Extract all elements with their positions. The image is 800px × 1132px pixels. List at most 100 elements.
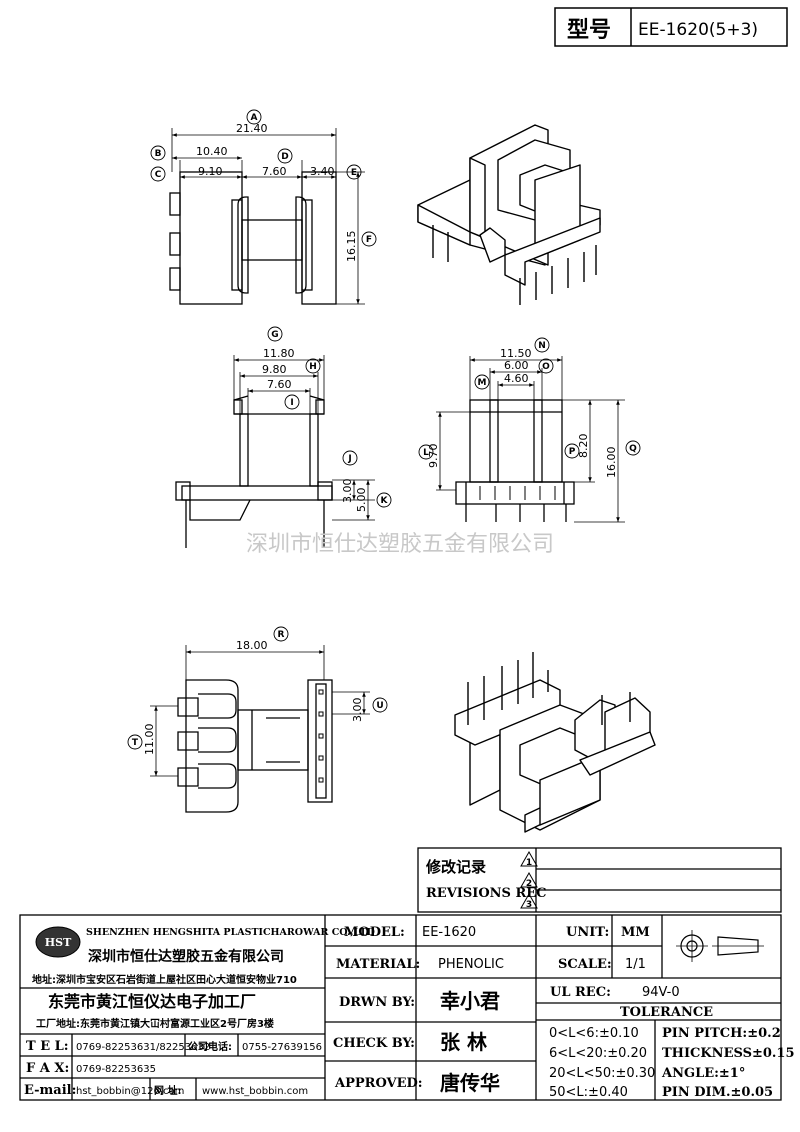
material-label: MATERIAL: <box>336 957 420 972</box>
drawn-value: 幸小君 <box>440 989 500 1013</box>
tag-m: M <box>478 378 487 388</box>
tol-left-4: 50<L:±0.40 <box>549 1085 628 1100</box>
bottom-view <box>150 645 370 813</box>
dim-g: 11.80 <box>263 347 295 360</box>
top-view-dim-labels: 21.40 10.40 9.10 7.60 3.40 16.15 <box>196 122 358 262</box>
isometric-view-top <box>417 124 601 305</box>
scale-value: 1/1 <box>625 957 646 972</box>
drawn-label: DRWN BY: <box>339 995 415 1010</box>
tol-right-4: PIN DIM.±0.05 <box>662 1085 773 1100</box>
ul-label: UL REC: <box>550 985 611 1000</box>
web-value: www.hst_bobbin.com <box>202 1086 308 1097</box>
company-name-en: SHENZHEN HENGSHITA PLASTICHAROWAR CO.,LT… <box>86 927 375 938</box>
dim-h: 9.80 <box>262 363 287 376</box>
tag-q: Q <box>629 444 637 454</box>
model-value: EE-1620 <box>422 925 476 940</box>
tolerance-left: 0<L<6:±0.10 6<L<20:±0.20 20<L<50:±0.30 5… <box>549 1026 655 1100</box>
dim-f: 16.15 <box>345 231 358 263</box>
dim-r: 18.00 <box>236 639 268 652</box>
tag-n: N <box>538 341 546 351</box>
tolerance-label: TOLERANCE <box>620 1005 713 1020</box>
tag-u: U <box>376 701 383 711</box>
tolerance-right: PIN PITCH:±0.2 THICKNESS±0.15 ANGLE:±1° … <box>661 1026 795 1100</box>
fax-label: F A X: <box>26 1061 69 1076</box>
email-value: hst_bobbin@126.com <box>76 1086 184 1097</box>
ul-value: 94V-0 <box>642 985 680 1000</box>
side-view-dimensions <box>438 358 620 522</box>
model-header-label: 型号 <box>567 18 611 43</box>
fax-value: 0769-82253635 <box>76 1064 156 1075</box>
revisions-title-en: REVISIONS REC <box>426 886 547 901</box>
tol-right-2: THICKNESS±0.15 <box>662 1046 795 1061</box>
company-address: 地址:深圳市宝安区石岩街道上屋社区田心大道恒安物业710 <box>32 973 297 986</box>
material-value: PHENOLIC <box>438 957 504 972</box>
revision-mark-2: 2 <box>526 879 532 889</box>
top-view <box>169 128 365 305</box>
dim-n: 11.50 <box>500 347 532 360</box>
dim-e: 3.40 <box>310 165 335 178</box>
check-value: 张 林 <box>440 1030 487 1054</box>
tol-left-1: 0<L<6:±0.10 <box>549 1026 639 1041</box>
tag-r: R <box>278 630 285 640</box>
revision-mark-1: 1 <box>526 858 532 868</box>
watermark: 深圳市恒仕达塑胶五金有限公司 <box>246 532 554 557</box>
projection-symbol-icon <box>676 930 764 962</box>
tol-left-3: 20<L<50:±0.30 <box>549 1066 655 1081</box>
unit-value: MM <box>621 925 650 940</box>
dim-d: 7.60 <box>262 165 287 178</box>
tag-k: K <box>381 496 389 506</box>
company-name-cn: 深圳市恒仕达塑胶五金有限公司 <box>88 948 284 965</box>
tol-right-3: ANGLE:±1° <box>661 1066 745 1081</box>
tag-p: P <box>569 447 576 457</box>
top-view-letter-tags <box>150 109 377 247</box>
front-view <box>175 355 375 548</box>
tag-g: G <box>271 330 278 340</box>
dim-m: 6.00 <box>504 359 529 372</box>
tol-left-2: 6<L<20:±0.20 <box>549 1046 647 1061</box>
tag-j: J <box>347 454 351 464</box>
tag-b: B <box>155 149 162 159</box>
dim-l: 9.70 <box>427 444 440 469</box>
factory-name: 东莞市黄江恒仪达电子加工厂 <box>48 992 256 1011</box>
revisions-title-cn: 修改记录 <box>425 858 486 876</box>
dim-k: 5.00 <box>355 488 368 513</box>
tag-i: I <box>290 398 293 408</box>
side-view <box>436 356 625 523</box>
top-view-dimensions <box>172 133 360 304</box>
tol-right-1: PIN PITCH:±0.2 <box>662 1026 781 1041</box>
dim-o: 4.60 <box>504 372 529 385</box>
tag-d: D <box>281 152 288 162</box>
tag-c: C <box>155 170 162 180</box>
dim-u: 3.00 <box>351 698 364 723</box>
company-logo: HST <box>35 926 81 958</box>
office-tel-value: 0755-27639156 <box>242 1042 322 1053</box>
isometric-view-bottom <box>454 652 656 833</box>
tag-h: H <box>309 362 317 372</box>
approved-label: APPROVED: <box>334 1076 423 1091</box>
tel-label: T E L: <box>26 1039 69 1054</box>
tag-t: T <box>132 738 139 748</box>
dim-a: 21.40 <box>236 122 268 135</box>
tag-l: L <box>423 448 429 458</box>
model-header-value: EE-1620(5+3) <box>638 20 758 40</box>
dim-p: 8.20 <box>577 434 590 459</box>
tag-o: O <box>542 362 550 372</box>
model-header: 型号 EE-1620(5+3) <box>554 7 788 47</box>
approved-value: 唐传华 <box>440 1071 500 1095</box>
dim-b: 10.40 <box>196 145 228 158</box>
check-label: CHECK BY: <box>333 1036 415 1051</box>
dim-i: 7.60 <box>267 378 292 391</box>
company-logo-text: HST <box>45 936 72 949</box>
tag-f: F <box>366 235 372 245</box>
scale-label: SCALE: <box>558 957 612 972</box>
bottom-view-dimensions <box>154 650 366 776</box>
dim-c: 9.10 <box>198 165 223 178</box>
dim-j: 3.00 <box>341 479 354 504</box>
dim-t: 11.00 <box>143 724 156 756</box>
tag-a: A <box>251 113 258 123</box>
revision-table <box>417 847 782 913</box>
unit-label: UNIT: <box>566 925 609 940</box>
tel-value: 0769-82253631/82253632 <box>76 1042 210 1053</box>
email-label: E-mail: <box>24 1083 76 1098</box>
title-block <box>19 914 782 1101</box>
